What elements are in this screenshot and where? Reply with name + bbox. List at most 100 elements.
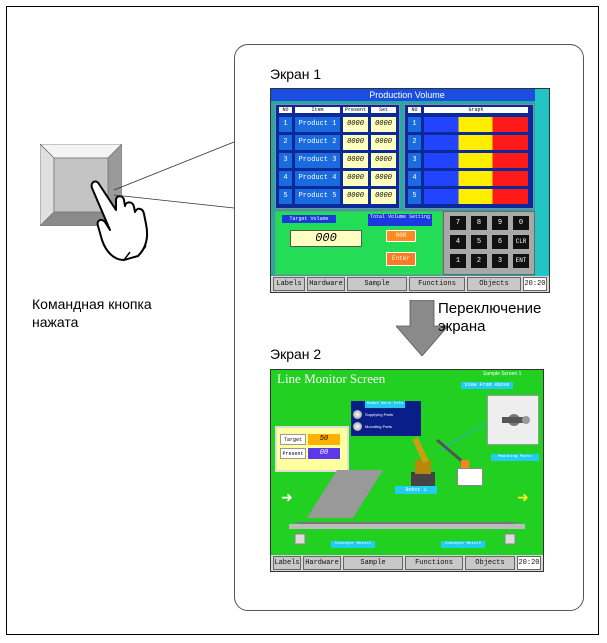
graph-row-no: 4 [408, 171, 421, 186]
row-set[interactable]: 0000 [371, 171, 396, 186]
pointing-hand-icon [86, 176, 174, 262]
enter-button[interactable]: Enter [386, 252, 416, 266]
row-present: 0000 [343, 117, 368, 132]
screen2-line-monitor: Line Monitor Screen Sample Screen 1 View… [270, 369, 544, 572]
screen2-title: Line Monitor Screen [277, 371, 386, 386]
top-view-box [487, 395, 539, 445]
product-table: NO Item Present Set 1 Product 1 0000 000… [275, 104, 400, 209]
keypad: 7 8 9 0 4 5 6 CLR 1 2 3 ENT [443, 211, 535, 275]
conveyor-motor2-label: Conveyor Motor2 [441, 541, 485, 548]
target-volume-label: Target Volume [282, 215, 336, 223]
conveyor-motor1-label: Conveyor Motor1 [331, 541, 375, 548]
key-5[interactable]: 5 [470, 234, 488, 250]
target-label: Target [280, 434, 306, 445]
mounting-parts-label: Mounting Parts [365, 424, 392, 429]
row-item: Product 5 [295, 189, 340, 204]
graph-header-graph: Graph [424, 107, 528, 113]
row-no: 4 [279, 171, 292, 186]
graph-row-no: 1 [408, 117, 421, 132]
row-item: Product 1 [295, 117, 340, 132]
header-no: NO [279, 107, 292, 113]
supplying-parts-label: Supplying Parts [365, 412, 394, 417]
view-from-above-label: View From Above [461, 382, 513, 389]
command-button-illustration [39, 143, 123, 227]
tab-hardware[interactable]: Hardware [303, 556, 341, 570]
screen-switch-arrow-icon [396, 300, 448, 356]
key-1[interactable]: 1 [449, 253, 467, 269]
screen1-footer: Labels Hardware Sample Screens Functions… [271, 276, 549, 292]
screen2-subtitle: Sample Screen 1 [483, 371, 522, 377]
screen2-footer: Labels Hardware Sample Screens Functions… [271, 555, 543, 571]
robot-top-view-icon [502, 414, 530, 426]
graph-bar [424, 153, 528, 168]
tab-objects[interactable]: Objects [467, 277, 521, 291]
tab-hardware[interactable]: Hardware [307, 277, 345, 291]
row-no: 1 [279, 117, 292, 132]
key-ent[interactable]: ENT [512, 253, 530, 269]
left-flow-arrow-icon: ➜ [281, 489, 293, 505]
graph-panel: NO Graph 1 2 3 4 5 [404, 104, 534, 209]
total-volume-setting-label: Total Volume Setting [368, 214, 432, 226]
header-item: Item [295, 107, 340, 113]
row-item: Product 3 [295, 153, 340, 168]
button-caption-line2: нажата [32, 314, 79, 330]
row-no: 3 [279, 153, 292, 168]
present-value: 00 [308, 448, 340, 459]
switch-caption-line1: Переключение [438, 300, 542, 317]
graph-row-no: 2 [408, 135, 421, 150]
clock-display: 20:20 [523, 277, 547, 291]
tab-functions[interactable]: Functions [405, 556, 463, 570]
key-4[interactable]: 4 [449, 234, 467, 250]
header-present: Present [343, 107, 368, 113]
robot-label: Robot 1 [395, 486, 437, 494]
key-0[interactable]: 0 [512, 215, 530, 231]
key-3[interactable]: 3 [491, 253, 509, 269]
row-item: Product 4 [295, 171, 340, 186]
supplying-parts-lamp-icon [353, 410, 362, 419]
row-set[interactable]: 0000 [371, 135, 396, 150]
tab-labels[interactable]: Labels [273, 277, 305, 291]
counter-panel: Target 50 Present 00 [275, 426, 349, 472]
parts-feeder-icon [457, 468, 483, 486]
graph-bar [424, 135, 528, 150]
tab-sample-screens[interactable]: Sample Screens [343, 556, 403, 570]
graph-bar [424, 171, 528, 186]
screen1-title: Production Volume [271, 89, 543, 101]
clock-display: 20:20 [517, 556, 541, 570]
conveyor-belt-icon [289, 470, 525, 545]
row-set[interactable]: 0000 [371, 189, 396, 204]
row-present: 0000 [343, 189, 368, 204]
key-9[interactable]: 9 [491, 215, 509, 231]
screen1-label: Экран 1 [270, 66, 322, 82]
right-flow-arrow-icon: ➜ [517, 489, 529, 505]
key-clr[interactable]: CLR [512, 234, 530, 250]
target-volume-display: 000 [290, 230, 362, 247]
total-volume-input[interactable]: 000 [386, 230, 416, 242]
tab-objects[interactable]: Objects [465, 556, 515, 570]
target-value: 50 [308, 434, 340, 445]
button-caption-line1: Командная кнопка [32, 296, 152, 312]
row-present: 0000 [343, 135, 368, 150]
robot-arm-icon [411, 437, 469, 486]
present-label: Present [280, 448, 306, 459]
tab-labels[interactable]: Labels [273, 556, 301, 570]
row-set[interactable]: 0000 [371, 117, 396, 132]
graph-bar [424, 117, 528, 132]
tab-sample-screens[interactable]: Sample Screens [347, 277, 407, 291]
row-set[interactable]: 0000 [371, 153, 396, 168]
key-8[interactable]: 8 [470, 215, 488, 231]
tab-functions[interactable]: Functions [409, 277, 465, 291]
volume-setting-panel: Target Volume Total Volume Setting 000 0… [275, 211, 443, 275]
outer-frame [6, 6, 599, 635]
row-item: Product 2 [295, 135, 340, 150]
key-6[interactable]: 6 [491, 234, 509, 250]
key-2[interactable]: 2 [470, 253, 488, 269]
graph-row-no: 3 [408, 153, 421, 168]
header-set: Set [371, 107, 396, 113]
graph-row-no: 5 [408, 189, 421, 204]
row-present: 0000 [343, 153, 368, 168]
callout-lines [113, 141, 235, 209]
key-7[interactable]: 7 [449, 215, 467, 231]
robot-work-info-label: Robot Work Info [365, 401, 405, 408]
row-no: 2 [279, 135, 292, 150]
